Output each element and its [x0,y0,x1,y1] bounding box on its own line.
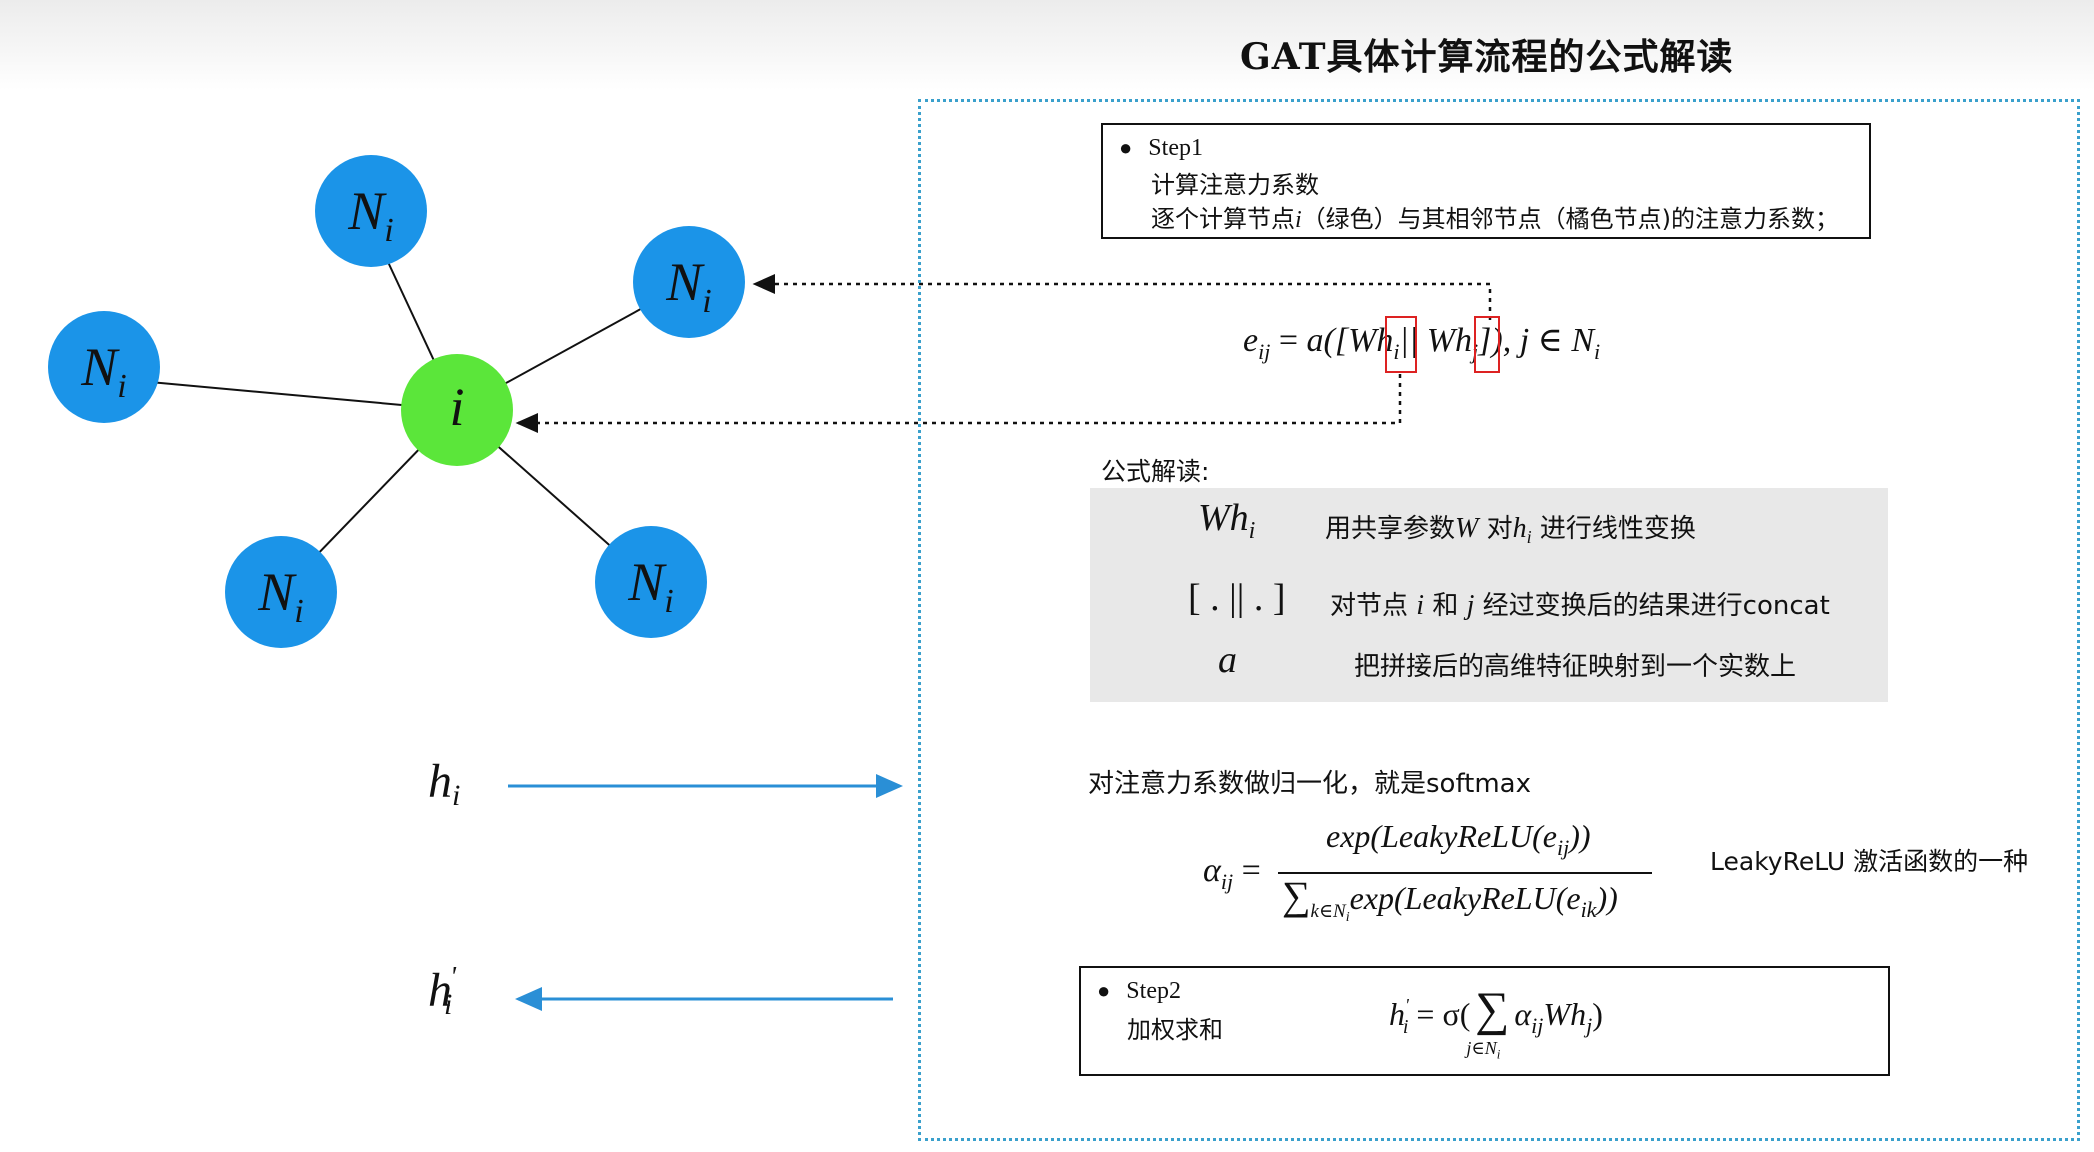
neighbor-node-left [48,311,160,423]
center-node [401,354,513,466]
dotted-arrow-to-center [515,374,1402,433]
neighbor-label-bottom-right: Ni [628,552,674,620]
leaky-relu-note: LeakyReLU 激活函数的一种 [1710,847,2029,876]
highlight-hj [1474,316,1500,373]
neighbor-node-top [315,155,427,267]
dotted-arrow-to-neighbor [752,274,1492,320]
h-output-label: h'i [428,962,456,1021]
attention-coefficient-equation: eij = a([Whi|| Whj]), j ∈ Ni [1243,322,1601,364]
neighbor-label-top: Ni [348,181,394,249]
alpha-fraction-line [1278,872,1652,874]
explain-symbol-concat: [ . || . ] [1188,577,1286,619]
neighbor-node-right [633,226,745,338]
step2-line1: 加权求和 [1127,1016,1223,1044]
neighbor-label-right: Ni [666,252,712,320]
explain-heading: 公式解读: [1101,457,1210,486]
explain-text-a: 把拼接后的高维特征映射到一个实数上 [1354,652,1797,682]
step1-heading: Step1 [1148,135,1203,161]
alpha-lhs: αij = [1203,852,1261,894]
step1-box: ● Step1 计算注意力系数 逐个计算节点i（绿色）与其相邻节点（橘色节点)的… [1101,123,1871,239]
page-title: GAT具体计算流程的公式解读 [1240,36,1734,78]
explain-symbol-wh: Whi [1198,497,1256,544]
alpha-numerator: exp(LeakyReLU(eij)) [1326,818,1591,860]
highlight-hi [1385,316,1417,373]
step2-heading: Step2 [1126,978,1181,1004]
neighbor-node-bottom-left [225,536,337,648]
explain-symbol-a: a [1218,639,1237,681]
alpha-denominator: ∑k∈Niexp(LeakyReLU(eik)) [1282,873,1618,925]
h-input-label: hi [428,755,461,812]
edge-left [105,377,458,411]
explain-box [1090,488,1888,702]
explain-text-wh: 用共享参数W 对hi 进行线性变换 [1325,513,1696,548]
graph-nodes [48,155,745,648]
bullet-icon: ● [1119,135,1133,160]
bullet-icon: ● [1097,978,1111,1003]
neighbor-label-bottom-left: Ni [258,562,304,630]
explain-text-concat: 对节点 i 和 j 经过变换后的结果进行concat [1330,590,1830,621]
step1-line2: 逐个计算节点i（绿色）与其相邻节点（橘色节点)的注意力系数； [1151,205,1840,233]
neighbor-node-bottom-right [595,526,707,638]
center-label: i [449,377,465,437]
neighbor-label-left: Ni [81,337,127,405]
step1-line1: 计算注意力系数 [1151,171,1319,199]
softmax-text: 对注意力系数做归一化，就是softmax [1088,769,1531,799]
formula-panel [918,99,2080,1141]
